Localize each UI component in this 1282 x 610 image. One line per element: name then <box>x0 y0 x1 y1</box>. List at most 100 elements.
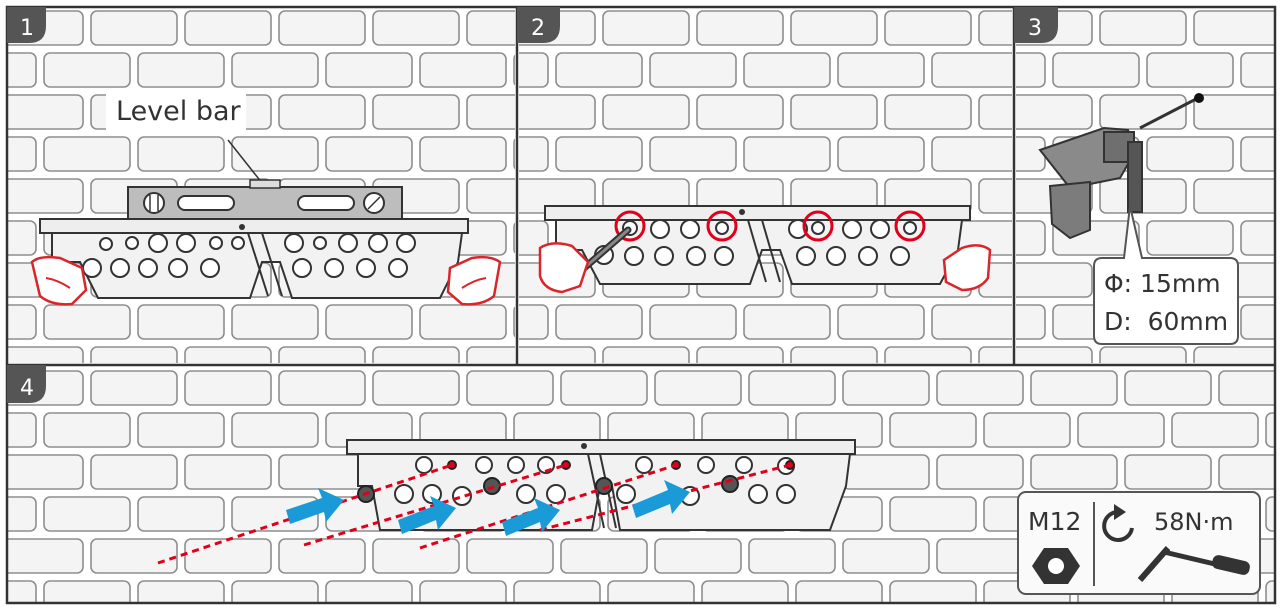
brick <box>0 539 83 573</box>
brick <box>1172 413 1258 447</box>
brick <box>420 137 506 171</box>
brick <box>1219 371 1282 405</box>
brick <box>373 371 459 405</box>
brick <box>1100 11 1186 45</box>
drill-depth-text: D: 60mm <box>1104 307 1228 336</box>
brick <box>791 11 877 45</box>
brick <box>655 539 741 573</box>
step-badge-3: 3 <box>1014 7 1058 43</box>
brick <box>467 539 553 573</box>
brick <box>749 539 835 573</box>
brick <box>326 137 412 171</box>
svg-text:1: 1 <box>20 16 34 41</box>
brick <box>0 95 83 129</box>
brick <box>138 137 224 171</box>
brick <box>185 371 271 405</box>
brick <box>326 305 412 339</box>
brick <box>91 11 177 45</box>
brick <box>279 371 365 405</box>
brick <box>744 137 830 171</box>
brick <box>843 371 929 405</box>
brick <box>138 53 224 87</box>
brick <box>1147 53 1233 87</box>
brick <box>608 581 694 610</box>
brick <box>138 581 224 610</box>
brick <box>1194 11 1280 45</box>
brick <box>890 413 976 447</box>
brick <box>279 455 365 489</box>
brick <box>556 137 642 171</box>
brick <box>1031 455 1117 489</box>
panel-2 <box>462 7 1065 381</box>
brick <box>0 137 36 171</box>
brick <box>185 11 271 45</box>
svg-text:4: 4 <box>20 376 34 401</box>
brick <box>838 305 924 339</box>
brick <box>1147 137 1233 171</box>
brick <box>1078 413 1164 447</box>
brick <box>1006 95 1092 129</box>
brick <box>697 95 783 129</box>
brick <box>1219 455 1282 489</box>
brick <box>420 581 506 610</box>
brick <box>885 11 971 45</box>
brick <box>838 53 924 87</box>
brick <box>138 497 224 531</box>
brick <box>749 371 835 405</box>
brick <box>890 581 976 610</box>
brick <box>0 179 83 213</box>
brick <box>1125 455 1211 489</box>
brick <box>44 581 130 610</box>
brick <box>937 539 1023 573</box>
brick <box>0 581 36 610</box>
brick <box>0 455 83 489</box>
torque-spec-box: M12 58N·m <box>1018 492 1260 594</box>
brick <box>702 581 788 610</box>
brick <box>1194 179 1280 213</box>
brick <box>1147 221 1233 255</box>
brick <box>232 413 318 447</box>
brick <box>556 53 642 87</box>
brick <box>279 95 365 129</box>
level-bar-label: Level bar <box>116 96 242 127</box>
mounting-bracket <box>40 219 468 298</box>
brick <box>0 221 36 255</box>
brick <box>1125 371 1211 405</box>
brick <box>91 539 177 573</box>
brick <box>138 413 224 447</box>
brick <box>796 581 882 610</box>
brick <box>138 305 224 339</box>
brick <box>0 413 36 447</box>
brick <box>890 497 976 531</box>
brick <box>655 371 741 405</box>
brick <box>843 455 929 489</box>
bolt-size-text: M12 <box>1028 507 1081 536</box>
brick <box>650 305 736 339</box>
brick <box>0 497 36 531</box>
brick <box>0 53 36 87</box>
brick <box>932 53 1018 87</box>
level-bar-icon <box>128 180 402 220</box>
svg-text:3: 3 <box>1028 16 1042 41</box>
brick <box>885 95 971 129</box>
step-badge-4: 4 <box>7 365 46 403</box>
step-badge-2: 2 <box>517 7 560 43</box>
brick <box>937 455 1023 489</box>
brick <box>279 11 365 45</box>
brick <box>326 581 412 610</box>
brick <box>44 137 130 171</box>
brick <box>514 581 600 610</box>
brick <box>509 95 595 129</box>
brick <box>232 53 318 87</box>
brick <box>232 305 318 339</box>
brick <box>561 539 647 573</box>
brick <box>44 413 130 447</box>
svg-text:2: 2 <box>531 16 545 41</box>
drill-diameter-text: Φ: 15mm <box>1104 269 1221 298</box>
brick <box>44 53 130 87</box>
brick <box>937 371 1023 405</box>
step-badge-1: 1 <box>7 7 46 43</box>
brick <box>1006 263 1092 297</box>
brick <box>744 53 830 87</box>
brick <box>326 53 412 87</box>
